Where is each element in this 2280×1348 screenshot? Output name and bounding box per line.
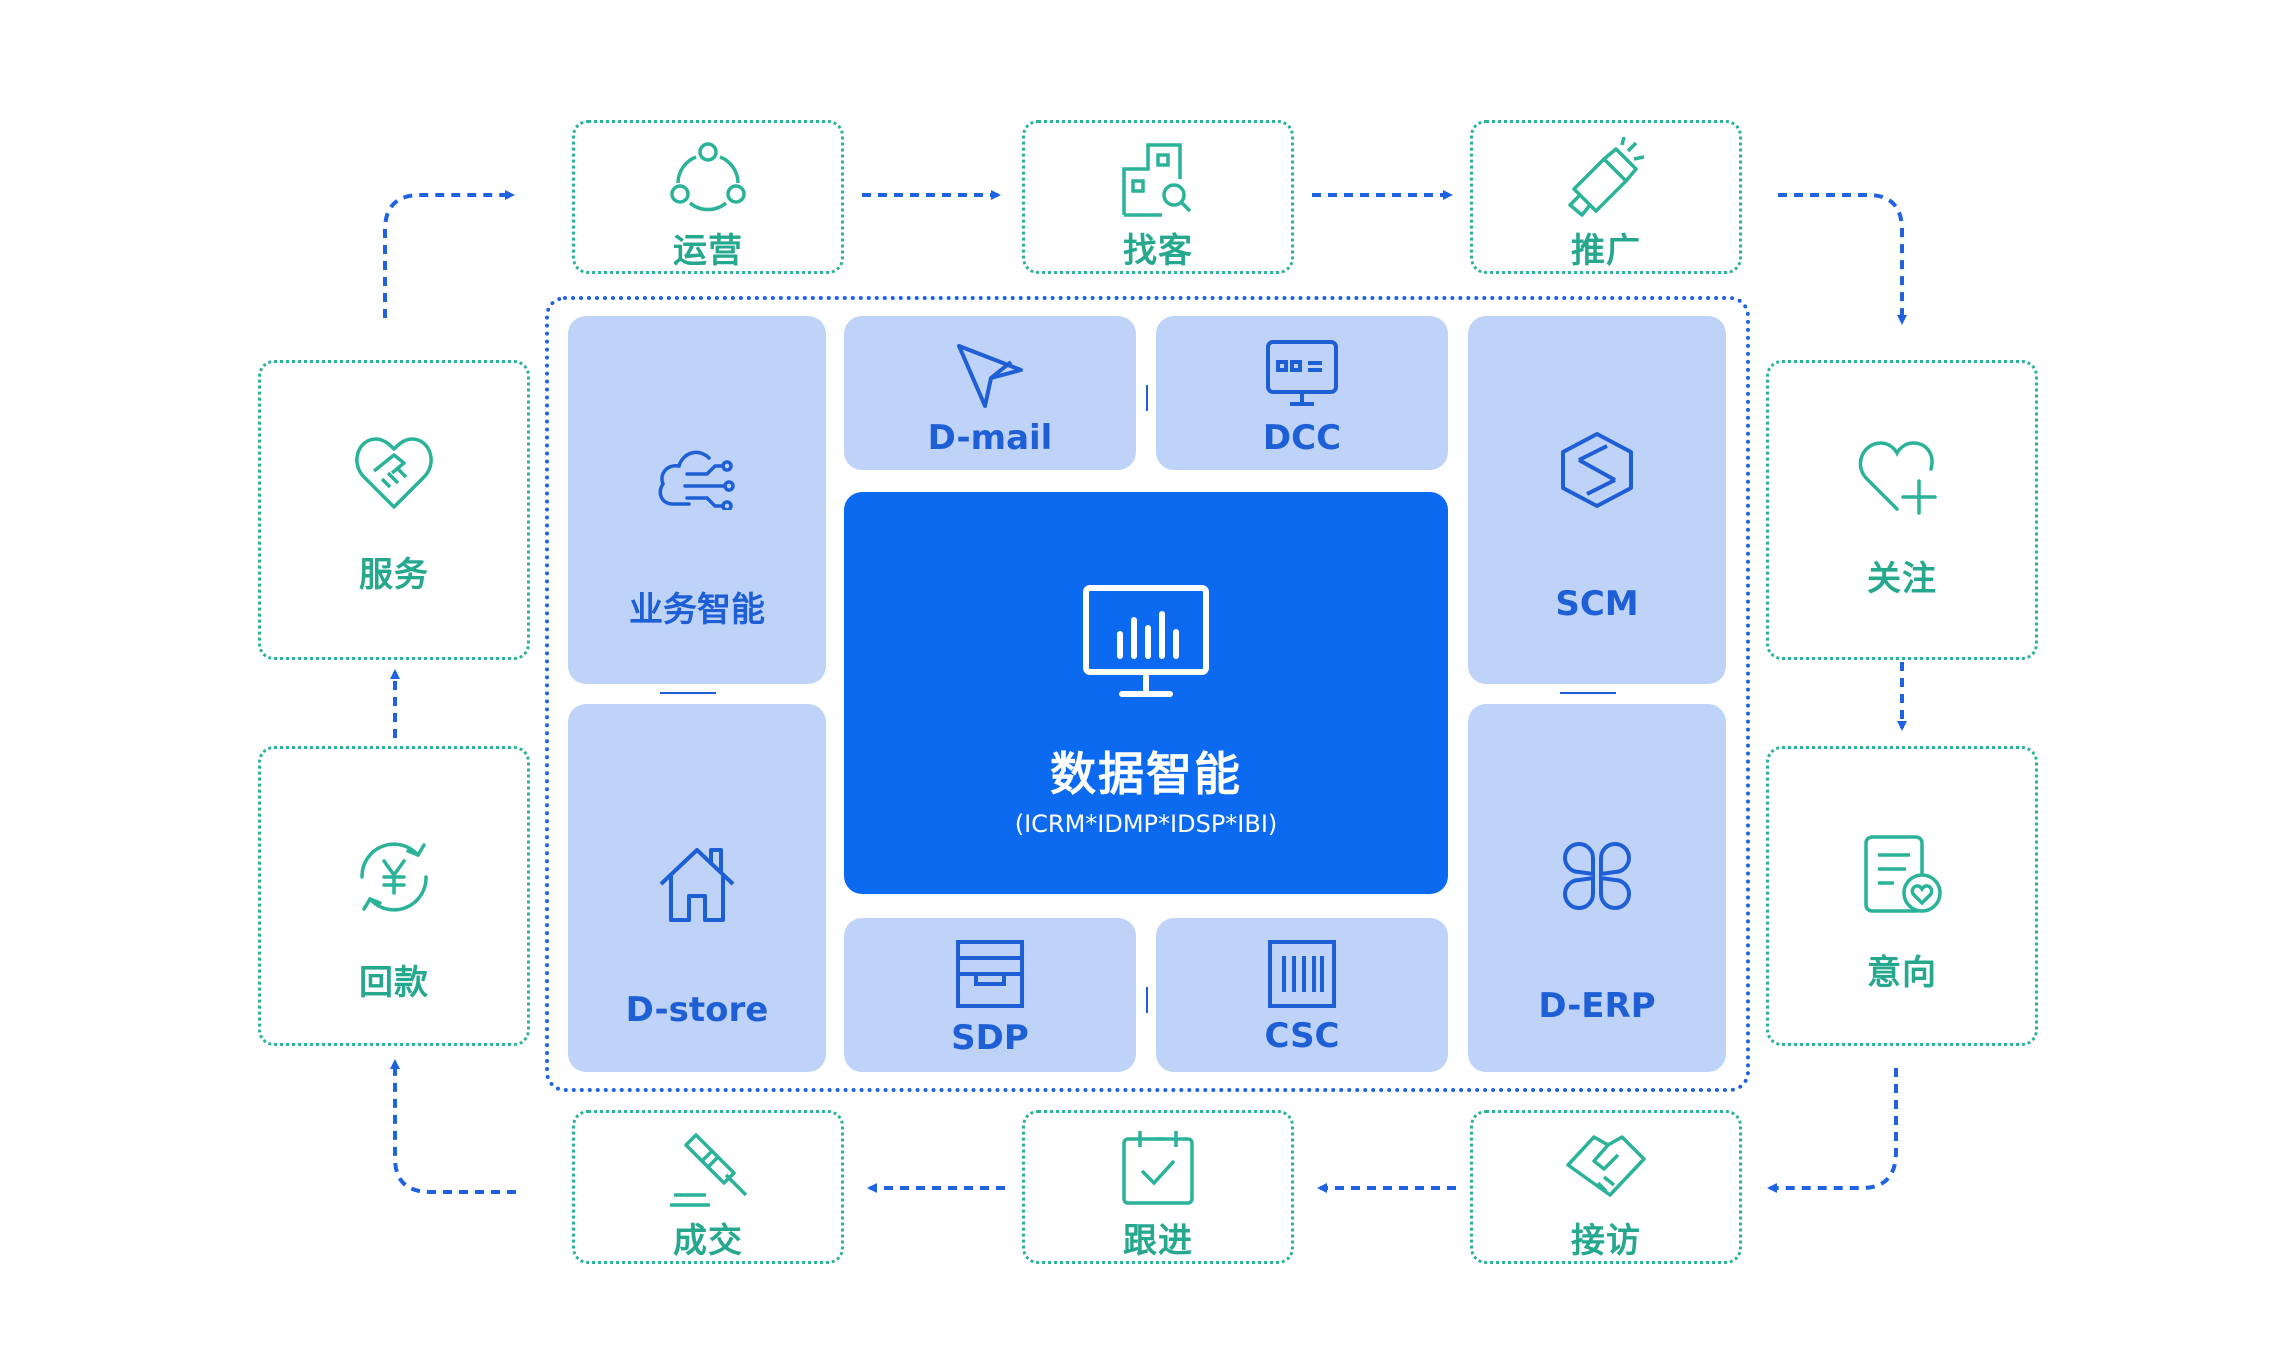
megaphone-icon: [1568, 137, 1645, 217]
stage-label: 成交: [673, 1221, 743, 1261]
heart-plus-icon: [1858, 441, 1937, 515]
separator: [1560, 692, 1616, 694]
separator: [1146, 385, 1148, 411]
document-heart-icon: [1864, 835, 1942, 913]
building-search-icon: [1122, 143, 1192, 217]
core-subtitle: (ICRM*IDMP*IDSP*IBI): [1014, 810, 1278, 838]
tile-dcc: DCC: [1156, 316, 1448, 470]
stage-label: 服务: [359, 555, 429, 595]
stage-label: 接访: [1571, 1221, 1641, 1261]
house-icon: [659, 848, 735, 922]
stage-jiefang: 接访: [1470, 1110, 1742, 1264]
hub-frame: [545, 296, 1750, 1092]
tile-label: D-store: [625, 990, 769, 1030]
tile-label: D-ERP: [1538, 986, 1656, 1026]
arrow-tuiguang-to-guanzhu: [1778, 193, 1907, 325]
monitor-chart-icon: [1083, 585, 1209, 697]
separator: [1146, 987, 1148, 1013]
stage-yunying: 运营: [572, 120, 844, 274]
arrow-yixiang-to-jiefang: [1767, 1068, 1898, 1193]
tile-business-intelligence: 业务智能: [568, 316, 826, 684]
four-petals-icon: [1563, 842, 1631, 910]
barcode-box-icon: [1268, 940, 1336, 1008]
stage-label: 跟进: [1123, 1221, 1193, 1261]
cycle-nodes-icon: [670, 142, 746, 212]
paper-plane-icon: [957, 344, 1023, 408]
stage-label: 关注: [1867, 559, 1937, 599]
stage-label: 推广: [1571, 231, 1641, 271]
tile-label: CSC: [1264, 1016, 1340, 1056]
handshake-icon: [1566, 1135, 1646, 1197]
cloud-circuit-icon: [658, 450, 735, 510]
stage-tuiguang: 推广: [1470, 120, 1742, 274]
heart-handshake-icon: [355, 437, 433, 509]
calendar-check-icon: [1122, 1131, 1194, 1205]
stage-label: 意向: [1867, 953, 1937, 993]
arrow-chengjiao-to-huikuan: [390, 1059, 516, 1194]
tile-label: DCC: [1262, 418, 1342, 458]
stage-huikuan: 回款: [258, 746, 530, 1046]
tile-dstore: D-store: [568, 704, 826, 1072]
stage-yixiang: 意向: [1766, 746, 2038, 1046]
tile-scm: SCM: [1468, 316, 1726, 684]
tile-label: SDP: [951, 1018, 1029, 1058]
tile-csc: CSC: [1156, 918, 1448, 1072]
core-title: 数据智能: [1050, 747, 1242, 801]
yuan-cycle-icon: [360, 842, 428, 912]
stage-genjin: 跟进: [1022, 1110, 1294, 1264]
tile-sdp: SDP: [844, 918, 1136, 1072]
stage-chengjiao: 成交: [572, 1110, 844, 1264]
cube-icon: [1561, 432, 1633, 508]
stage-label: 运营: [673, 231, 743, 271]
monitor-code-icon: [1266, 340, 1338, 406]
stage-fuwu: 服务: [258, 360, 530, 660]
stage-zhaoke: 找客: [1022, 120, 1294, 274]
stage-guanzhu: 关注: [1766, 360, 2038, 660]
separator: [660, 692, 716, 694]
tile-dmail: D-mail: [844, 316, 1136, 470]
gavel-icon: [670, 1133, 748, 1207]
archive-box-icon: [956, 940, 1024, 1008]
tile-label: 业务智能: [629, 590, 765, 630]
arrow-fuwu-to-yunying: [383, 190, 515, 318]
tile-derp: D-ERP: [1468, 704, 1726, 1072]
stage-label: 回款: [359, 963, 429, 1003]
core-data-intelligence: 数据智能 (ICRM*IDMP*IDSP*IBI): [844, 492, 1448, 894]
stage-label: 找客: [1123, 231, 1193, 271]
tile-label: D-mail: [927, 418, 1053, 458]
tile-label: SCM: [1555, 584, 1639, 624]
